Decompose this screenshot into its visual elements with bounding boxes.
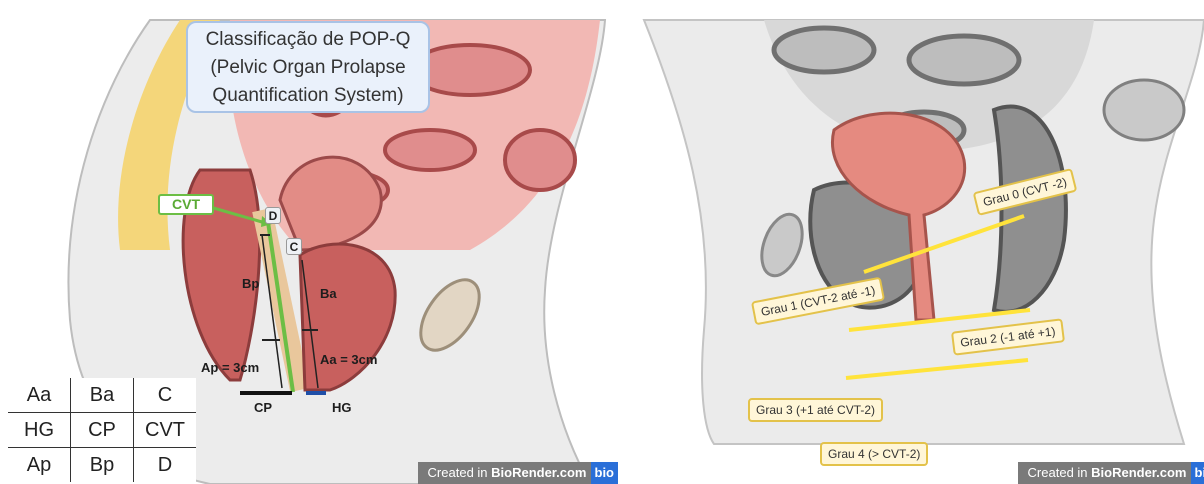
title-line-1: Classificação de POP-Q: [188, 26, 428, 54]
watermark-prefix: Created in: [428, 465, 492, 480]
title-box: Classificação de POP-Q (Pelvic Organ Pro…: [186, 21, 430, 113]
table-row: Aa Ba C: [8, 378, 196, 413]
ap-label: Ap = 3cm: [201, 360, 259, 375]
title-line-3: Quantification System): [188, 82, 428, 110]
table-cell: C: [134, 378, 197, 413]
right-anatomy-illustration: [624, 0, 1204, 484]
grade-3-label: Grau 3 (+1 até CVT-2): [748, 398, 883, 422]
ba-label: Ba: [320, 286, 337, 301]
right-panel: Grau 0 (CVT -2) Grau 1 (CVT-2 até -1) Gr…: [624, 0, 1204, 484]
bp-label: Bp: [242, 276, 259, 291]
table-cell: CVT: [134, 413, 197, 448]
biorender-logo-icon: bio: [591, 462, 619, 484]
watermark-prefix: Created in: [1028, 465, 1092, 480]
cvt-label: CVT: [158, 194, 214, 215]
table-cell: Bp: [71, 448, 134, 483]
cp-label: CP: [254, 400, 272, 415]
table-row: HG CP CVT: [8, 413, 196, 448]
table-cell: Ap: [8, 448, 71, 483]
table-cell: Aa: [8, 378, 71, 413]
table-cell: CP: [71, 413, 134, 448]
table-cell: HG: [8, 413, 71, 448]
point-d-label: D: [265, 207, 281, 224]
biorender-watermark[interactable]: Created in BioRender.com bio: [1018, 462, 1204, 484]
table-cell: D: [134, 448, 197, 483]
aa-label: Aa = 3cm: [320, 352, 377, 367]
hg-label: HG: [332, 400, 352, 415]
grade-4-label: Grau 4 (> CVT-2): [820, 442, 928, 466]
watermark-brand: BioRender.com: [1091, 465, 1186, 480]
biorender-logo-icon: bio: [1191, 462, 1204, 484]
watermark-brand: BioRender.com: [491, 465, 586, 480]
biorender-watermark[interactable]: Created in BioRender.com bio: [418, 462, 618, 484]
title-line-2: (Pelvic Organ Prolapse: [188, 54, 428, 82]
point-c-label: C: [286, 238, 302, 255]
left-panel: Classificação de POP-Q (Pelvic Organ Pro…: [0, 0, 618, 484]
table-cell: Ba: [71, 378, 134, 413]
table-row: Ap Bp D: [8, 448, 196, 483]
pop-q-legend-table: Aa Ba C HG CP CVT Ap Bp D: [8, 378, 196, 482]
